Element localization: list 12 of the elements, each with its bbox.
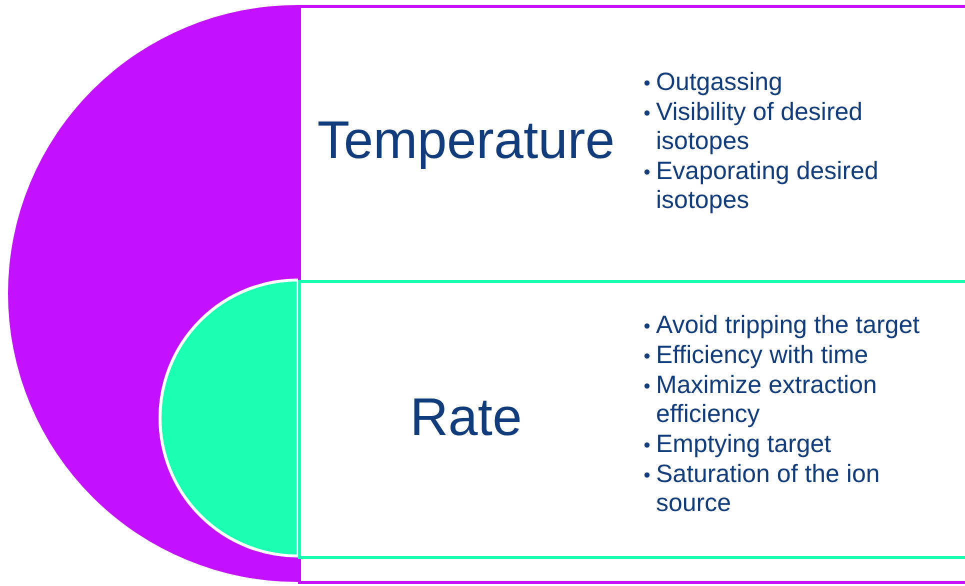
bullet-item: Outgassing — [656, 68, 784, 97]
bullet-item: Efficiency with time — [656, 341, 870, 370]
bullet-item: Avoid tripping the target — [656, 311, 921, 340]
bullet-item: Evaporating desired isotopes — [656, 157, 880, 215]
text-panel — [298, 280, 965, 559]
bullet-item: Visibility of desired isotopes — [656, 98, 864, 156]
text-panel — [298, 5, 965, 584]
panel-heading: Rate — [409, 387, 523, 448]
bullet-item: Saturation of the ion source — [656, 460, 881, 518]
bullet-item: Maximize extraction efficiency — [656, 371, 878, 429]
panel-heading: Temperature — [316, 110, 616, 171]
bullet-item: Emptying target — [656, 430, 832, 459]
